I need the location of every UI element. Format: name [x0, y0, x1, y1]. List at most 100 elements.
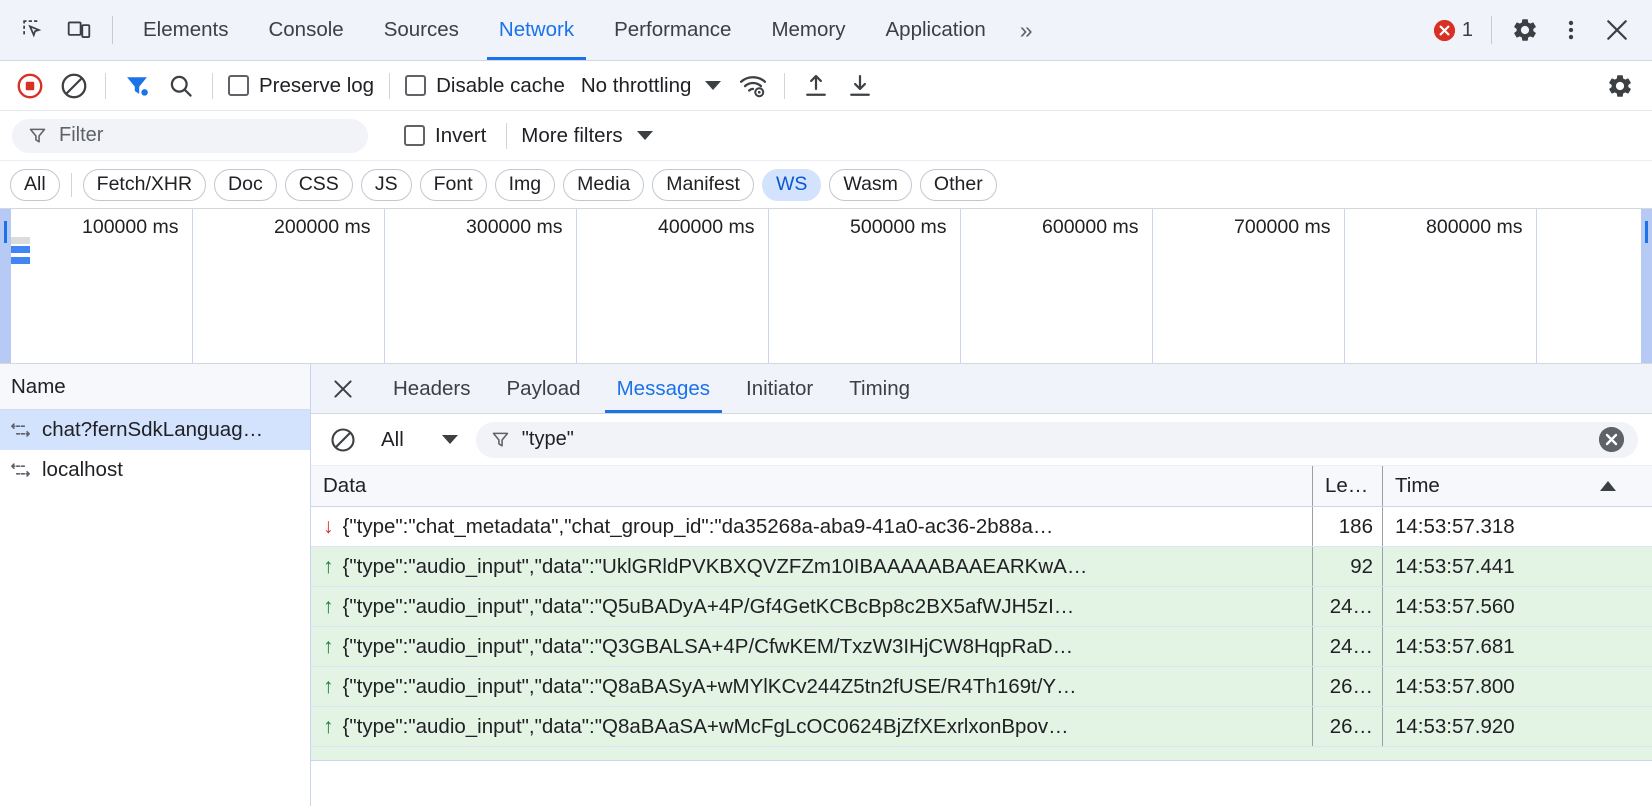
more-filters-select[interactable]: More filters	[521, 124, 662, 148]
message-length-cell: 26…	[1312, 707, 1382, 746]
clear-messages-icon[interactable]	[323, 420, 363, 460]
close-detail-icon[interactable]	[321, 367, 365, 411]
gear-icon[interactable]	[1502, 8, 1548, 52]
message-length-cell: 24…	[1312, 587, 1382, 626]
tab-memory[interactable]: Memory	[751, 1, 865, 60]
request-list-pane: Name chat?fernSdkLanguag…	[0, 364, 311, 806]
tab-messages[interactable]: Messages	[599, 364, 728, 413]
timeline-tick-label: 800000 ms	[1426, 216, 1523, 238]
more-tabs-icon[interactable]: »	[1006, 8, 1047, 52]
request-row-chat[interactable]: chat?fernSdkLanguag…	[0, 410, 310, 450]
message-time-cell: 14:53:57.920	[1382, 707, 1652, 746]
invert-checkbox[interactable]: Invert	[398, 124, 492, 148]
tab-payload[interactable]: Payload	[489, 364, 599, 413]
chip-img[interactable]: Img	[494, 168, 556, 201]
sort-ascending-icon	[1600, 481, 1616, 491]
chip-font[interactable]: Font	[419, 168, 487, 201]
request-list-header[interactable]: Name	[0, 364, 310, 410]
message-data: {"type":"audio_input","data":"Q3GBALSA+4…	[342, 634, 1074, 658]
overview-request-bar	[4, 246, 30, 253]
filter-toggle-icon[interactable]	[115, 66, 159, 106]
tab-headers[interactable]: Headers	[375, 364, 489, 413]
tab-timing[interactable]: Timing	[831, 364, 928, 413]
column-header-time[interactable]: Time	[1382, 466, 1652, 506]
record-stop-button[interactable]	[8, 66, 52, 106]
close-icon[interactable]	[1594, 8, 1640, 52]
filter-bar: Filter Invert More filters	[0, 111, 1652, 161]
message-length-cell: 26…	[1312, 667, 1382, 706]
import-har-icon[interactable]	[794, 66, 838, 106]
websocket-icon	[9, 460, 32, 480]
chip-label: Manifest	[666, 173, 740, 195]
throttling-select[interactable]: No throttling	[571, 74, 732, 98]
chip-wasm[interactable]: Wasm	[829, 168, 912, 201]
chip-ws[interactable]: WS	[761, 168, 822, 201]
chevron-down-icon	[636, 131, 653, 140]
clear-button[interactable]	[52, 66, 96, 106]
chip-css[interactable]: CSS	[284, 168, 353, 201]
chip-label: Doc	[228, 173, 263, 195]
search-icon[interactable]	[159, 66, 203, 106]
request-row-localhost[interactable]: localhost	[0, 450, 310, 490]
chip-all[interactable]: All	[10, 168, 60, 201]
tab-network[interactable]: Network	[479, 1, 594, 60]
chip-manifest[interactable]: Manifest	[652, 168, 754, 201]
error-count-badge[interactable]: 1	[1426, 19, 1481, 42]
chip-other[interactable]: Other	[919, 168, 997, 201]
tab-application[interactable]: Application	[866, 1, 1006, 60]
preserve-log-label: Preserve log	[259, 73, 375, 97]
handle-grip	[4, 221, 7, 243]
tab-label: Performance	[614, 18, 732, 41]
messages-filter-input[interactable]: "type"	[475, 421, 1638, 458]
chip-fetch-xhr[interactable]: Fetch/XHR	[82, 168, 207, 201]
header-label: Le…	[1325, 474, 1369, 497]
error-count: 1	[1461, 18, 1473, 41]
message-data-cell: ↑ {"type":"audio_input","data":"Q3GBALSA…	[311, 627, 1312, 666]
tab-label: Sources	[383, 18, 459, 41]
message-row[interactable]: ↑ {"type":"audio_input","data":"Q5uBADyA…	[311, 587, 1652, 627]
messages-table-header: Data Le… Time	[311, 466, 1652, 507]
column-header-length[interactable]: Le…	[1312, 466, 1382, 506]
inspect-element-icon[interactable]	[10, 8, 56, 52]
preserve-log-checkbox[interactable]: Preserve log	[222, 74, 380, 98]
overview-selection-handle-right[interactable]	[1641, 209, 1652, 363]
arrow-up-icon: ↑	[323, 675, 334, 698]
export-har-icon[interactable]	[838, 66, 882, 106]
wifi-settings-icon[interactable]	[731, 66, 775, 106]
tab-elements[interactable]: Elements	[123, 1, 248, 60]
gear-icon[interactable]	[1598, 66, 1642, 106]
messages-table: Data Le… Time ↓ {"type":"chat_metadata",…	[311, 466, 1652, 806]
chip-label: JS	[374, 173, 398, 195]
disable-cache-checkbox[interactable]: Disable cache	[399, 74, 571, 98]
tab-initiator[interactable]: Initiator	[728, 364, 831, 413]
message-row[interactable]: ↑ {"type":"audio_input","data":"Q8aBASyA…	[311, 667, 1652, 707]
tab-sources[interactable]: Sources	[364, 1, 479, 60]
chevron-double-right-glyph: »	[1019, 16, 1033, 43]
message-row[interactable]: ↑ {"type":"audio_input","data":"UklGRldP…	[311, 547, 1652, 587]
kebab-menu-icon[interactable]	[1548, 8, 1594, 52]
timeline-gridline	[960, 209, 961, 363]
message-row[interactable]: ↓ {"type":"chat_metadata","chat_group_id…	[311, 507, 1652, 547]
tab-performance[interactable]: Performance	[594, 1, 751, 60]
clear-input-icon[interactable]	[1599, 427, 1624, 452]
message-row[interactable]: ↑ {"type":"audio_input","data":"Q3GBALSA…	[311, 627, 1652, 667]
overview-selection-handle-left[interactable]	[0, 209, 11, 363]
tab-console[interactable]: Console	[248, 1, 363, 60]
device-toolbar-icon[interactable]	[56, 8, 102, 52]
column-header-data[interactable]: Data	[311, 466, 1312, 506]
message-type-value: All	[381, 427, 404, 451]
detail-tabbar: Headers Payload Messages Initiator Timin…	[311, 364, 1652, 414]
message-type-select[interactable]: All	[373, 428, 466, 452]
message-length-cell: 92	[1312, 547, 1382, 586]
search-input[interactable]: Filter	[12, 118, 368, 153]
toolbar-divider	[212, 72, 213, 99]
chip-label: Other	[933, 173, 983, 195]
timeline-gridline	[1344, 209, 1345, 363]
chip-media[interactable]: Media	[563, 168, 645, 201]
message-row[interactable]: ↑ {"type":"audio_input","data":"Q8aBAaSA…	[311, 707, 1652, 747]
chip-doc[interactable]: Doc	[214, 168, 277, 201]
chip-js[interactable]: JS	[360, 168, 412, 201]
more-filters-label: More filters	[521, 123, 623, 147]
network-toolbar: Preserve log Disable cache No throttling	[0, 61, 1652, 111]
network-overview-timeline[interactable]: 100000 ms 200000 ms 300000 ms 400000 ms …	[0, 209, 1652, 364]
